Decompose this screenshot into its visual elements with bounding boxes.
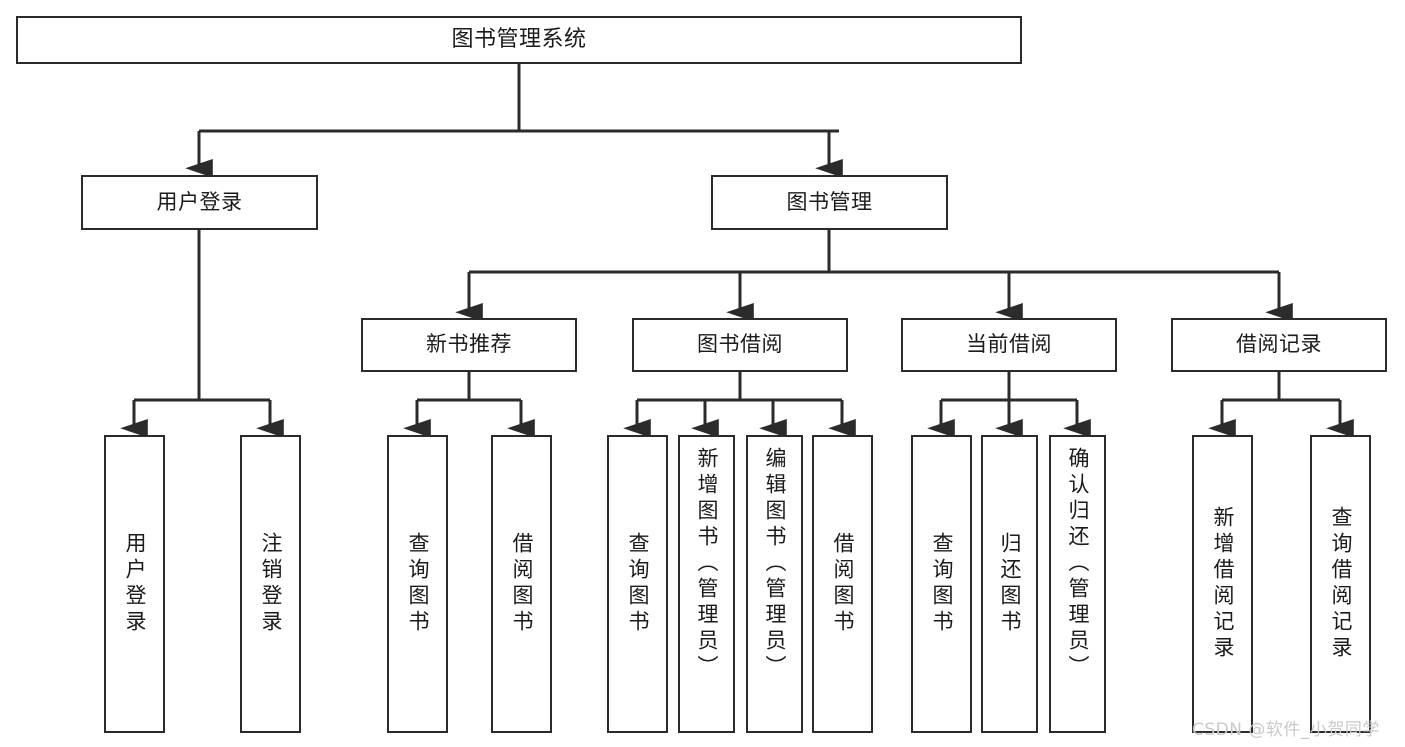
- node-label: 查询图书: [406, 532, 430, 636]
- node-label: 图书管理: [786, 189, 873, 214]
- node-root-book-management-system[interactable]: 图书管理系统: [16, 16, 1022, 64]
- node-book-borrow[interactable]: 图书借阅: [632, 318, 848, 372]
- node-label: 新书推荐: [426, 332, 512, 357]
- leaf-edit-book-admin[interactable]: 编辑图书（管理员）: [746, 435, 803, 733]
- node-label: 图书管理系统: [451, 26, 587, 52]
- node-label: 编辑图书（管理员）: [763, 447, 787, 681]
- node-book-management[interactable]: 图书管理: [711, 175, 948, 230]
- leaf-confirm-return-admin[interactable]: 确认归还（管理员）: [1049, 435, 1106, 733]
- node-label: 查询借阅记录: [1329, 506, 1353, 662]
- node-label: 注销登录: [259, 532, 283, 636]
- leaf-user-login[interactable]: 用户登录: [104, 435, 165, 733]
- node-label: 新增借阅记录: [1211, 506, 1235, 662]
- node-label: 查询图书: [626, 532, 650, 636]
- node-user-login[interactable]: 用户登录: [81, 175, 318, 230]
- node-label: 借阅记录: [1236, 332, 1322, 357]
- node-label: 用户登录: [123, 532, 147, 636]
- leaf-borrow-book[interactable]: 借阅图书: [812, 435, 873, 733]
- csdn-watermark: CSDN @软件_小贺同学: [1192, 720, 1380, 740]
- leaf-add-book-admin[interactable]: 新增图书（管理员）: [678, 435, 735, 733]
- leaf-add-borrow-record[interactable]: 新增借阅记录: [1192, 435, 1253, 733]
- node-label: 归还图书: [998, 532, 1022, 636]
- node-current-borrow[interactable]: 当前借阅: [901, 318, 1117, 372]
- node-label: 确认归还（管理员）: [1066, 447, 1090, 681]
- node-label: 借阅图书: [510, 532, 534, 636]
- leaf-borrow-book-newbook[interactable]: 借阅图书: [491, 435, 552, 733]
- leaf-return-book[interactable]: 归还图书: [981, 435, 1038, 733]
- leaf-query-book-borrow[interactable]: 查询图书: [607, 435, 668, 733]
- node-label: 查询图书: [930, 532, 954, 636]
- leaf-query-book-current[interactable]: 查询图书: [911, 435, 972, 733]
- leaf-logout[interactable]: 注销登录: [240, 435, 301, 733]
- node-borrow-record[interactable]: 借阅记录: [1171, 318, 1387, 372]
- node-label: 当前借阅: [966, 332, 1052, 357]
- node-label: 图书借阅: [697, 332, 783, 357]
- leaf-query-borrow-record[interactable]: 查询借阅记录: [1310, 435, 1371, 733]
- node-new-book-recommend[interactable]: 新书推荐: [361, 318, 577, 372]
- leaf-query-book-newbook[interactable]: 查询图书: [387, 435, 448, 733]
- node-label: 新增图书（管理员）: [695, 447, 719, 681]
- node-label: 用户登录: [156, 189, 243, 214]
- node-label: 借阅图书: [831, 532, 855, 636]
